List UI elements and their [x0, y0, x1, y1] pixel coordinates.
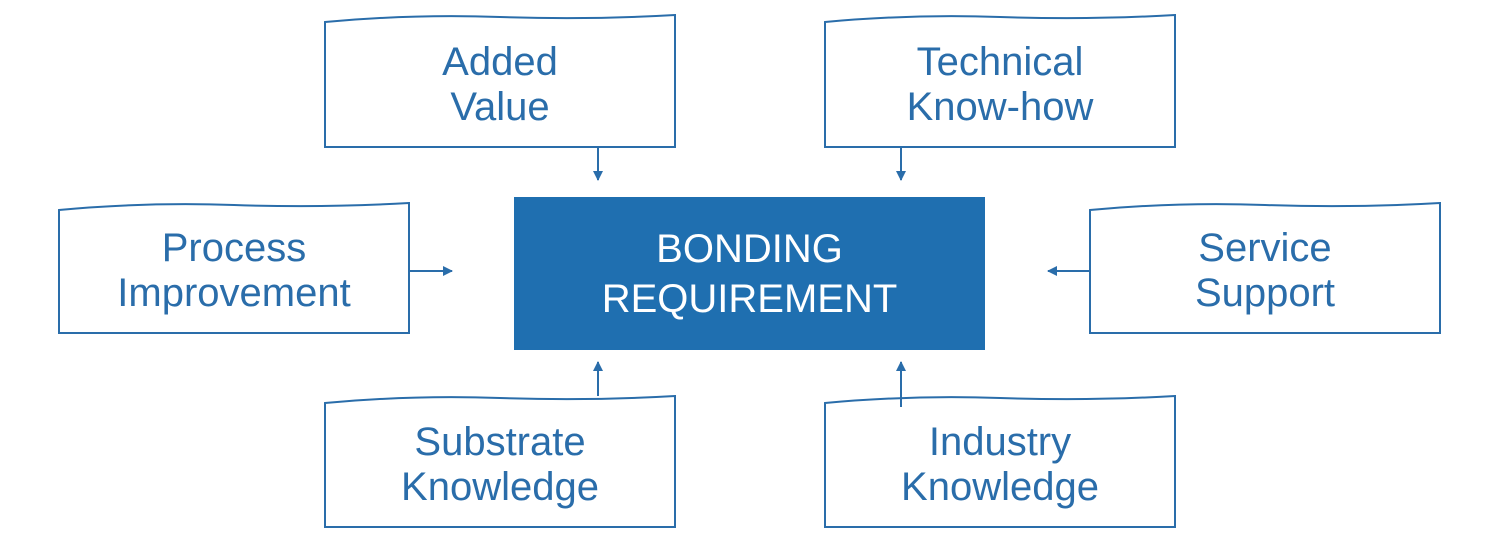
node-label-line: Knowledge	[901, 464, 1099, 509]
node-label-line: Support	[1194, 270, 1336, 315]
node-label-line: Technical	[916, 39, 1084, 84]
node-box-industry-knowledge	[824, 394, 1176, 528]
node-box-process-improvement	[58, 201, 410, 334]
node-label-line: Service	[1198, 225, 1332, 270]
center-label-line: REQUIREMENT	[601, 276, 898, 321]
node-label-line: Know-how	[906, 84, 1094, 129]
center-box	[514, 197, 985, 350]
node-added-value: Added Value	[325, 22, 675, 147]
node-label-line: Process	[161, 225, 307, 270]
node-label-line: Improvement	[117, 270, 351, 315]
node-box-service-support	[1089, 201, 1441, 334]
node-box-technical-know-how	[824, 13, 1176, 148]
center-node-bonding-requirement: BONDING REQUIREMENT	[514, 197, 985, 350]
node-substrate-knowledge: Substrate Knowledge	[325, 402, 675, 527]
node-technical-know-how: Technical Know-how	[825, 22, 1175, 147]
node-process-improvement: Process Improvement	[59, 208, 409, 333]
center-label-line: BONDING	[656, 226, 843, 271]
node-industry-knowledge: Industry Knowledge	[825, 402, 1175, 527]
node-box-added-value	[324, 13, 676, 148]
node-label-line: Substrate	[414, 419, 586, 464]
node-box-substrate-knowledge	[324, 394, 676, 528]
node-label-line: Knowledge	[401, 464, 599, 509]
node-label-line: Industry	[928, 419, 1072, 464]
node-service-support: Service Support	[1090, 208, 1440, 333]
node-label-line: Added	[442, 39, 558, 84]
node-label-line: Value	[450, 84, 550, 129]
